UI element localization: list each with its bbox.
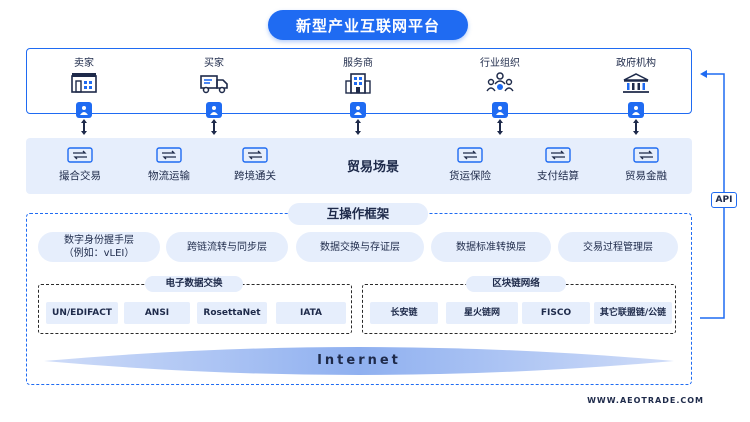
participant-seller: 卖家 [49,57,119,118]
blockchain-item: 其它联盟链/公链 [594,302,672,324]
exchange-icon [156,147,182,163]
bidirectional-arrow-icon [211,119,217,135]
scenario-logistics: 物流运输 [129,147,209,183]
group-icon [486,72,514,92]
participants-panel: 卖家 买家 服务商 [26,48,692,118]
layer-data-exchange: 数据交换与存证层 [296,232,424,262]
trade-scenarios-panel: 撮合交易 物流运输 跨境通关 贸易场景 货运保险 支付结算 贸易金融 [26,138,692,194]
layer-label: 跨链流转与同步层 [187,241,267,253]
scenario-customs: 跨境通关 [215,147,295,183]
exchange-icon [242,147,268,163]
exchange-icon [67,147,93,163]
shop-icon [71,73,97,93]
participant-buyer: 买家 [179,57,249,118]
user-icon [350,102,366,118]
participant-government: 政府机构 [601,57,671,118]
exchange-icon [545,147,571,163]
layer-label: 交易过程管理层 [583,241,653,253]
blockchain-group-title: 区块链网络 [466,276,566,292]
blockchain-item: 长安链 [370,302,438,324]
scenario-matching: 撮合交易 [40,147,120,183]
scenario-label: 贸易金融 [625,170,667,182]
blockchain-item: 星火链网 [446,302,518,324]
user-icon [492,102,508,118]
blockchain-item: FISCO [522,302,590,324]
scenario-label: 物流运输 [148,170,190,182]
layer-digital-identity: 数字身份握手层 （例如：vLEI） [38,232,160,262]
participant-industry-org: 行业组织 [465,57,535,118]
participant-label: 卖家 [74,58,94,69]
participant-label: 买家 [204,58,224,69]
truck-icon [200,75,228,94]
layer-transaction-process: 交易过程管理层 [558,232,678,262]
scenario-label: 货运保险 [449,170,491,182]
website-url: WWW.AEOTRADE.COM [587,396,704,405]
participant-label: 服务商 [343,58,373,69]
bidirectional-arrow-icon [355,119,361,135]
edi-group-title: 电子数据交换 [145,276,243,292]
platform-title: 新型产业互联网平台 [268,10,468,40]
participant-label: 行业组织 [480,58,520,69]
user-icon [76,102,92,118]
edi-item: ANSI [124,302,190,324]
user-icon [628,102,644,118]
scenario-center-title: 贸易场景 [346,160,399,175]
scenario-trade-finance: 贸易金融 [606,147,686,183]
layer-label: 数字身份握手层 [63,235,134,246]
user-icon [206,102,222,118]
scenario-label: 跨境通关 [234,170,276,182]
bidirectional-arrow-icon [81,119,87,135]
exchange-icon [457,147,483,163]
participant-service-provider: 服务商 [323,57,393,118]
bidirectional-arrow-icon [633,119,639,135]
scenario-label: 撮合交易 [59,170,101,182]
internet-band [44,347,674,375]
edi-item: IATA [276,302,346,324]
layer-label: 数据交换与存证层 [320,241,400,253]
layer-data-standard: 数据标准转换层 [431,232,551,262]
edi-item: RosettaNet [197,302,267,324]
building-icon [345,73,371,94]
edi-item: UN/EDIFACT [46,302,118,324]
scenario-payment: 支付结算 [518,147,598,183]
framework-title: 互操作框架 [288,203,428,225]
internet-label: Internet [317,353,401,368]
layer-cross-chain: 跨链流转与同步层 [166,232,288,262]
participant-label: 政府机构 [616,58,656,69]
layer-label: 数据标准转换层 [456,241,526,253]
scenario-label: 支付结算 [537,170,579,182]
government-icon [623,73,649,93]
api-label: API [711,192,737,208]
bidirectional-arrow-icon [497,119,503,135]
exchange-icon [633,147,659,163]
layer-sublabel: （例如：vLEI） [63,248,135,259]
scenario-insurance: 货运保险 [430,147,510,183]
